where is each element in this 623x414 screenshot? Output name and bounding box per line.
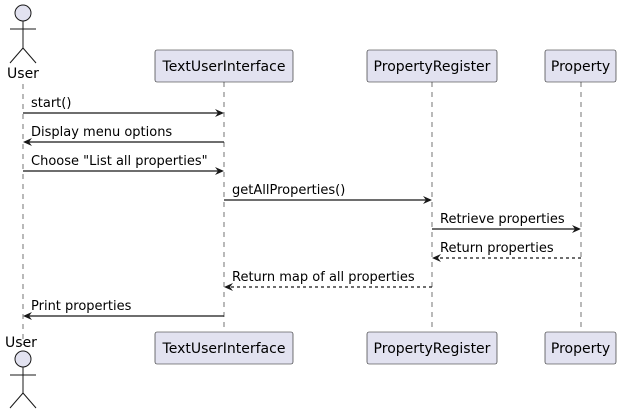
message-label: Retrieve properties	[440, 212, 565, 227]
message-label: Print properties	[31, 299, 132, 314]
actor-head	[14, 350, 32, 368]
participant-textuserinterface-bottom: TextUserInterface	[154, 331, 294, 365]
arrowhead-icon	[423, 196, 432, 204]
participant-propertyregister-bottom: PropertyRegister	[366, 331, 498, 365]
actor-label-user-top: User	[7, 66, 39, 82]
message-label: Return map of all properties	[232, 270, 415, 285]
participant-label-property-bottom: Property	[551, 341, 610, 357]
participant-propertyregister-top: PropertyRegister	[366, 49, 498, 83]
arrowhead-icon	[432, 254, 441, 262]
participant-label-property-top: Property	[551, 59, 610, 75]
participant-label-propertyregister-top: PropertyRegister	[374, 59, 491, 75]
message-7: Print properties	[23, 299, 224, 320]
participant-property-bottom: Property	[544, 331, 617, 365]
arrowhead-icon	[23, 138, 32, 146]
message-4: Retrieve properties	[432, 212, 581, 233]
arrowhead-icon	[23, 312, 32, 320]
participant-label-propertyregister-bottom: PropertyRegister	[374, 341, 491, 357]
actor-head	[14, 4, 32, 22]
message-label: Choose "List all properties"	[31, 154, 208, 169]
message-label: Return properties	[440, 241, 554, 256]
participant-property-top: Property	[544, 49, 617, 83]
arrowhead-icon	[215, 109, 224, 117]
message-label: start()	[31, 96, 71, 111]
message-5: Return properties	[432, 241, 581, 262]
arrowhead-icon	[572, 225, 581, 233]
participant-label-textuserinterface-top: TextUserInterface	[162, 59, 286, 75]
message-1: Display menu options	[23, 125, 224, 146]
message-3: getAllProperties()	[224, 183, 432, 204]
message-6: Return map of all properties	[224, 270, 432, 291]
arrowhead-icon	[224, 283, 233, 291]
message-0: start()	[23, 96, 224, 117]
arrowhead-icon	[215, 167, 224, 175]
message-2: Choose "List all properties"	[23, 154, 224, 175]
actor-label-user-bottom: User	[5, 335, 37, 351]
message-label: getAllProperties()	[232, 183, 345, 198]
participant-label-textuserinterface-bottom: TextUserInterface	[162, 341, 286, 357]
actor-user-top: User	[7, 4, 39, 82]
participant-textuserinterface-top: TextUserInterface	[154, 49, 294, 83]
actor-user-bottom: User	[5, 335, 37, 409]
message-label: Display menu options	[31, 125, 172, 140]
